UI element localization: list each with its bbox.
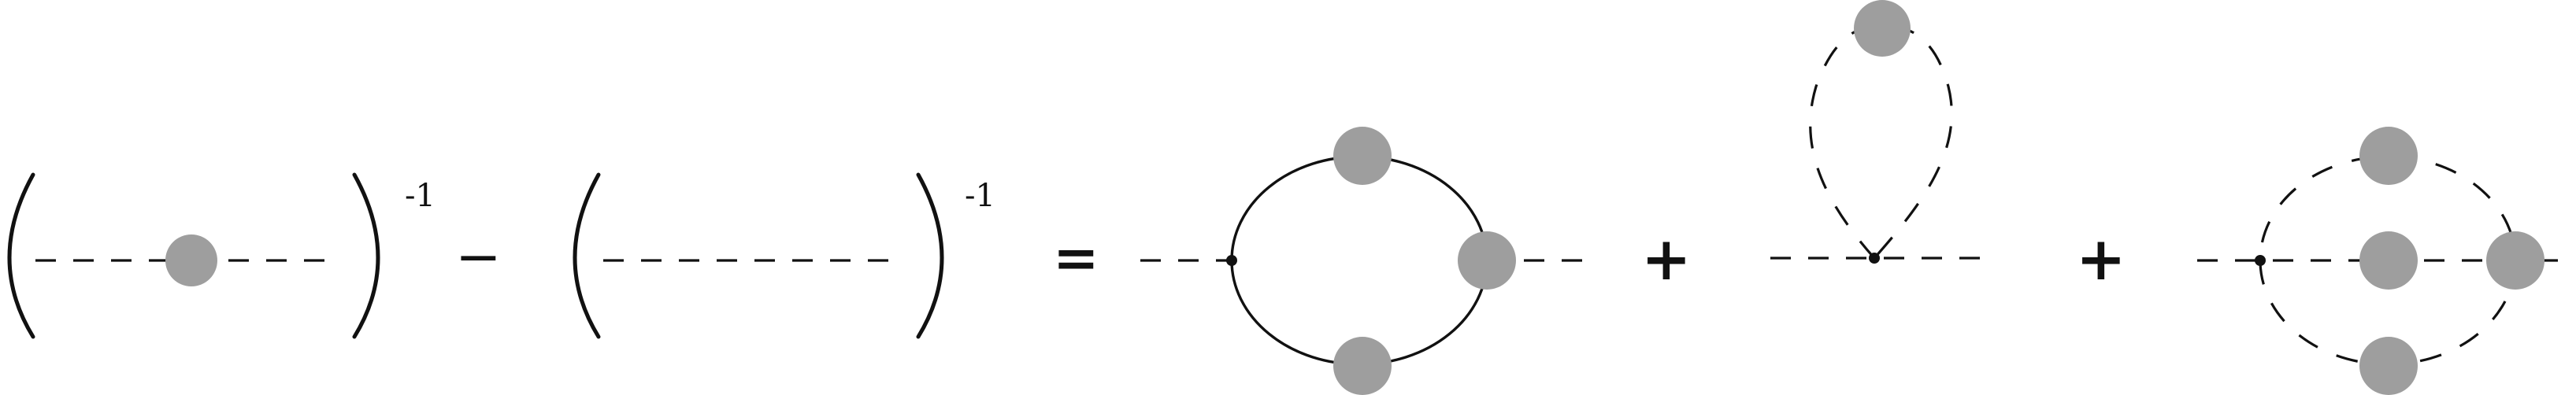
solid-loop: [1230, 155, 1488, 366]
sunset-dashed-diagram: [2197, 127, 2574, 395]
right-paren-1: [352, 172, 380, 339]
self-energy-blob: [165, 234, 217, 286]
vertex-left: [1226, 255, 1237, 266]
plus-sign-1: +: [1641, 223, 1692, 293]
sunset-blob-middle: [2359, 231, 2418, 290]
blob-right-vertex: [1458, 231, 1516, 290]
blob-bottom: [1333, 337, 1392, 395]
sunset-blob-bottom: [2359, 337, 2418, 395]
sunset-solid-diagram: [1140, 127, 1591, 395]
minus-sign: −: [455, 224, 502, 289]
exponent-1: -1: [405, 178, 436, 214]
tadpole-vertex: [1869, 253, 1880, 264]
left-paren-1: [7, 172, 35, 339]
right-paren-2: [916, 172, 944, 339]
equals-sign: =: [1053, 225, 1099, 290]
dressed-propagator-inverse: -1: [7, 172, 436, 339]
tadpole-dashed-loop: [1809, 24, 1953, 260]
blob-top: [1333, 127, 1392, 185]
plus-sign-2: +: [2076, 223, 2126, 293]
exponent-2: -1: [965, 178, 995, 214]
sunset-blob-top: [2359, 127, 2418, 185]
bare-propagator-inverse: -1: [573, 172, 995, 339]
sunset-blob-right-vertex: [2486, 231, 2544, 290]
tadpole-blob: [1854, 0, 1911, 57]
left-paren-2: [573, 172, 601, 339]
sunset-vertex-left: [2255, 255, 2266, 266]
tadpole-diagram: [1770, 0, 1989, 264]
